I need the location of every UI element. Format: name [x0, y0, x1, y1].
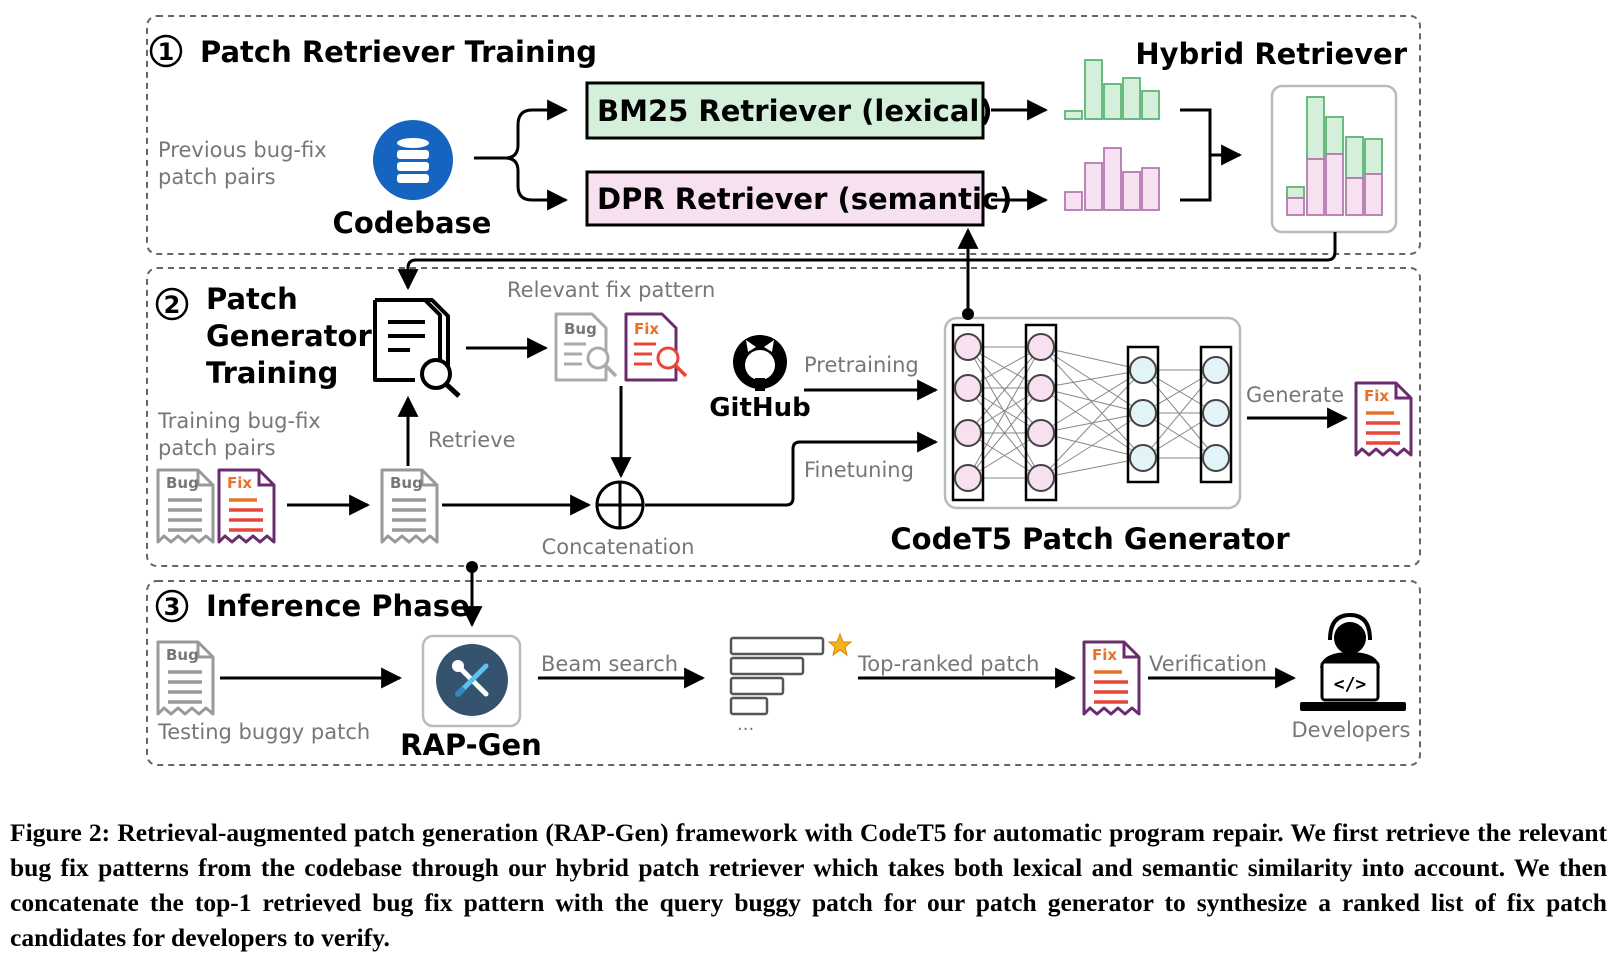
query-bug-doc-icon: Bug [380, 468, 439, 544]
neural-network-connections [967, 346, 1217, 479]
top-ranked-fix-doc-icon: Fix [1082, 640, 1141, 716]
svg-text:Bug: Bug [166, 474, 199, 492]
github-icon [733, 335, 787, 391]
section-2-title-line-1: Patch [206, 282, 298, 316]
github-label: GitHub [709, 393, 811, 423]
figure-caption: Figure 2: Retrieval-augmented patch gene… [10, 818, 1607, 952]
section-inference [146, 580, 1421, 766]
finetuning-label: Finetuning [804, 458, 914, 482]
hybrid-retriever-label: Hybrid Retriever [1135, 37, 1407, 71]
lexical-score-bars [1064, 59, 1160, 120]
arrow-codebase-to-dpr [504, 156, 569, 211]
svg-text:1: 1 [158, 38, 175, 66]
section-2-title-line-2: Generator [206, 319, 372, 353]
previous-pairs-label-line-2: patch pairs [158, 165, 276, 189]
codet5-label: CodeT5 Patch Generator [890, 522, 1290, 556]
hybrid-score-bars [1286, 96, 1383, 216]
section-2-title-line-3: Training [206, 356, 338, 390]
section-2-number-badge: 2 [155, 287, 189, 321]
generate-label: Generate [1246, 383, 1344, 407]
relevant-pattern-label: Relevant fix pattern [507, 278, 715, 302]
svg-text:3: 3 [164, 593, 181, 621]
svg-text:Fix: Fix [227, 474, 252, 492]
fix-search-doc-icon: Fix [624, 312, 688, 382]
concatenation-operator [595, 480, 645, 530]
neural-network-layers [951, 323, 1233, 502]
training-fix-doc-icon: Fix [217, 468, 276, 544]
section-3-title: Inference Phase [206, 589, 470, 623]
retrieve-label: Retrieve [428, 428, 516, 452]
bug-search-doc-icon: Bug [554, 312, 618, 382]
codet5-generator-box [943, 316, 1242, 510]
framework-diagram: 1 Patch Retriever Training Previous bug-… [146, 15, 1421, 766]
database-icon [373, 120, 453, 200]
developers-label: Developers [1292, 718, 1411, 742]
top-ranked-label: Top-ranked patch [857, 652, 1039, 676]
section-3-number-badge: 3 [155, 589, 189, 623]
section-1-title: Patch Retriever Training [200, 35, 597, 69]
arrow-merge-to-hybrid [1180, 108, 1240, 202]
training-bug-doc-icon: Bug [156, 468, 215, 544]
svg-text:Fix: Fix [634, 320, 659, 338]
svg-text:Bug: Bug [564, 320, 597, 338]
beam-search-label: Beam search [541, 652, 678, 676]
verification-label: Verification [1149, 652, 1267, 676]
dpr-retriever-box [585, 170, 985, 227]
bm25-retriever-label: BM25 Retriever (lexical) [597, 94, 993, 128]
document-search-icon [373, 298, 461, 398]
wrench-screwdriver-icon [436, 644, 508, 716]
previous-pairs-label-line-1: Previous bug-fix [158, 138, 327, 162]
section-retriever-training [146, 15, 1421, 255]
svg-text:Bug: Bug [166, 646, 199, 664]
concatenation-label: Concatenation [542, 535, 695, 559]
dpr-retriever-label: DPR Retriever (semantic) [597, 182, 1012, 216]
arrow-hybrid-to-retrieval [397, 232, 1337, 291]
bm25-retriever-box [585, 81, 985, 140]
generated-fix-doc-icon: Fix [1354, 381, 1413, 457]
candidate-ellipsis: ... [737, 714, 754, 735]
ranked-list-icon [729, 636, 825, 716]
training-pairs-label-line-1: Training bug-fix [157, 409, 321, 433]
svg-text:2: 2 [164, 291, 181, 319]
svg-text:Fix: Fix [1364, 387, 1389, 405]
svg-text:</>: </> [1334, 674, 1367, 695]
testing-bug-doc-icon: Bug [156, 640, 215, 716]
training-pairs-label-line-2: patch pairs [158, 436, 276, 460]
arrow-concat-to-codet5 [645, 431, 939, 507]
arrow-codebase-to-bm25 [474, 99, 569, 160]
section-1-number-badge: 1 [149, 34, 183, 68]
semantic-score-bars [1064, 147, 1160, 211]
svg-text:Bug: Bug [390, 474, 423, 492]
star-icon [827, 632, 853, 657]
developer-icon: </> [1300, 612, 1406, 711]
testing-buggy-label: Testing buggy patch [157, 720, 370, 744]
rapgen-label: RAP-Gen [400, 728, 542, 762]
svg-text:Fix: Fix [1092, 646, 1117, 664]
pretraining-label: Pretraining [804, 353, 919, 377]
codebase-label: Codebase [333, 206, 492, 240]
